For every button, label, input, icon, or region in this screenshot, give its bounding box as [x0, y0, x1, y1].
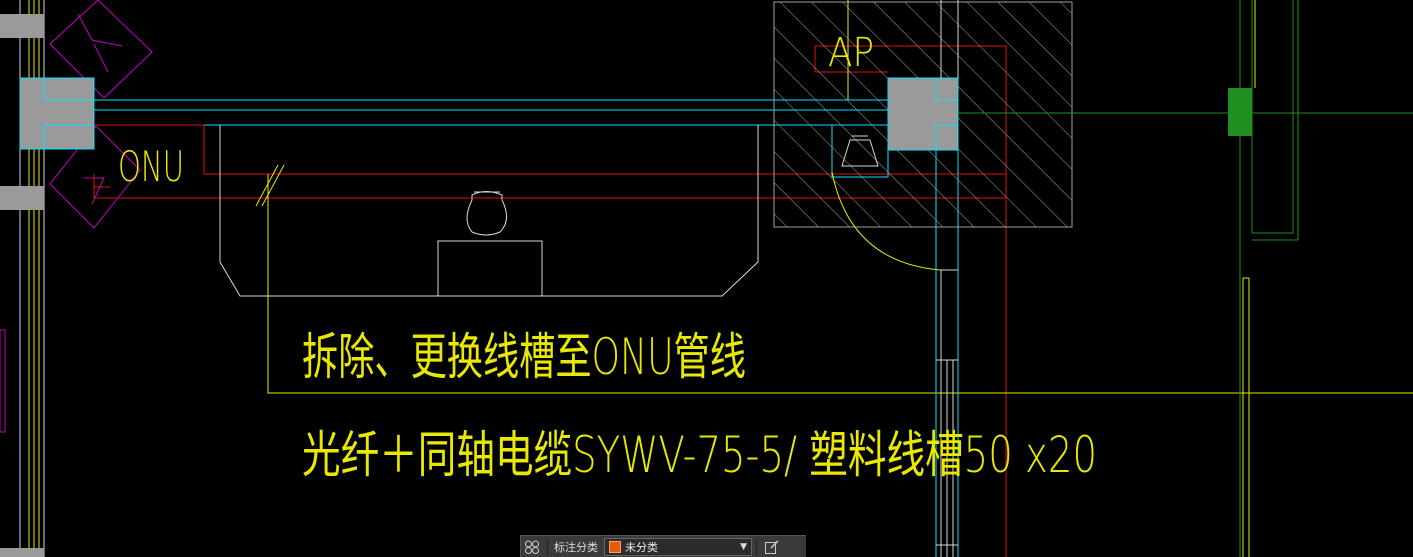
door-swing: [831, 171, 958, 271]
category-color-swatch: [609, 540, 621, 553]
chevron-down-icon: ▼: [740, 541, 747, 552]
leader-line: [255, 164, 1413, 394]
magenta-equipment-symbols: [49, 0, 153, 229]
annotation-group-icon[interactable]: [521, 537, 543, 557]
note-line-1: 拆除、更换线槽至ONU管线: [302, 328, 746, 386]
annotation-toolbar: 标注分类 未分类 ▼: [520, 535, 806, 557]
toolbar-separator: [547, 538, 548, 555]
edit-icon[interactable]: [761, 537, 783, 557]
far-right-wall: [958, 0, 1413, 557]
wall-box-right: [831, 77, 959, 178]
toolbar-separator: [756, 538, 757, 555]
speaker-icon: [841, 135, 879, 167]
category-select[interactable]: 未分类 ▼: [604, 537, 752, 556]
wall-box-left: [19, 77, 95, 150]
onu-label: ONU: [118, 142, 184, 191]
category-value: 未分类: [625, 540, 658, 554]
category-label: 标注分类: [554, 540, 598, 554]
cable-trunking: [94, 99, 888, 126]
ap-label: AP: [828, 30, 874, 76]
note-line-2: 光纤＋同轴电缆SYWV-75-5/ 塑料线槽50 x20: [302, 426, 1097, 484]
interior-walls: [847, 0, 959, 557]
room-outline: [219, 125, 759, 297]
